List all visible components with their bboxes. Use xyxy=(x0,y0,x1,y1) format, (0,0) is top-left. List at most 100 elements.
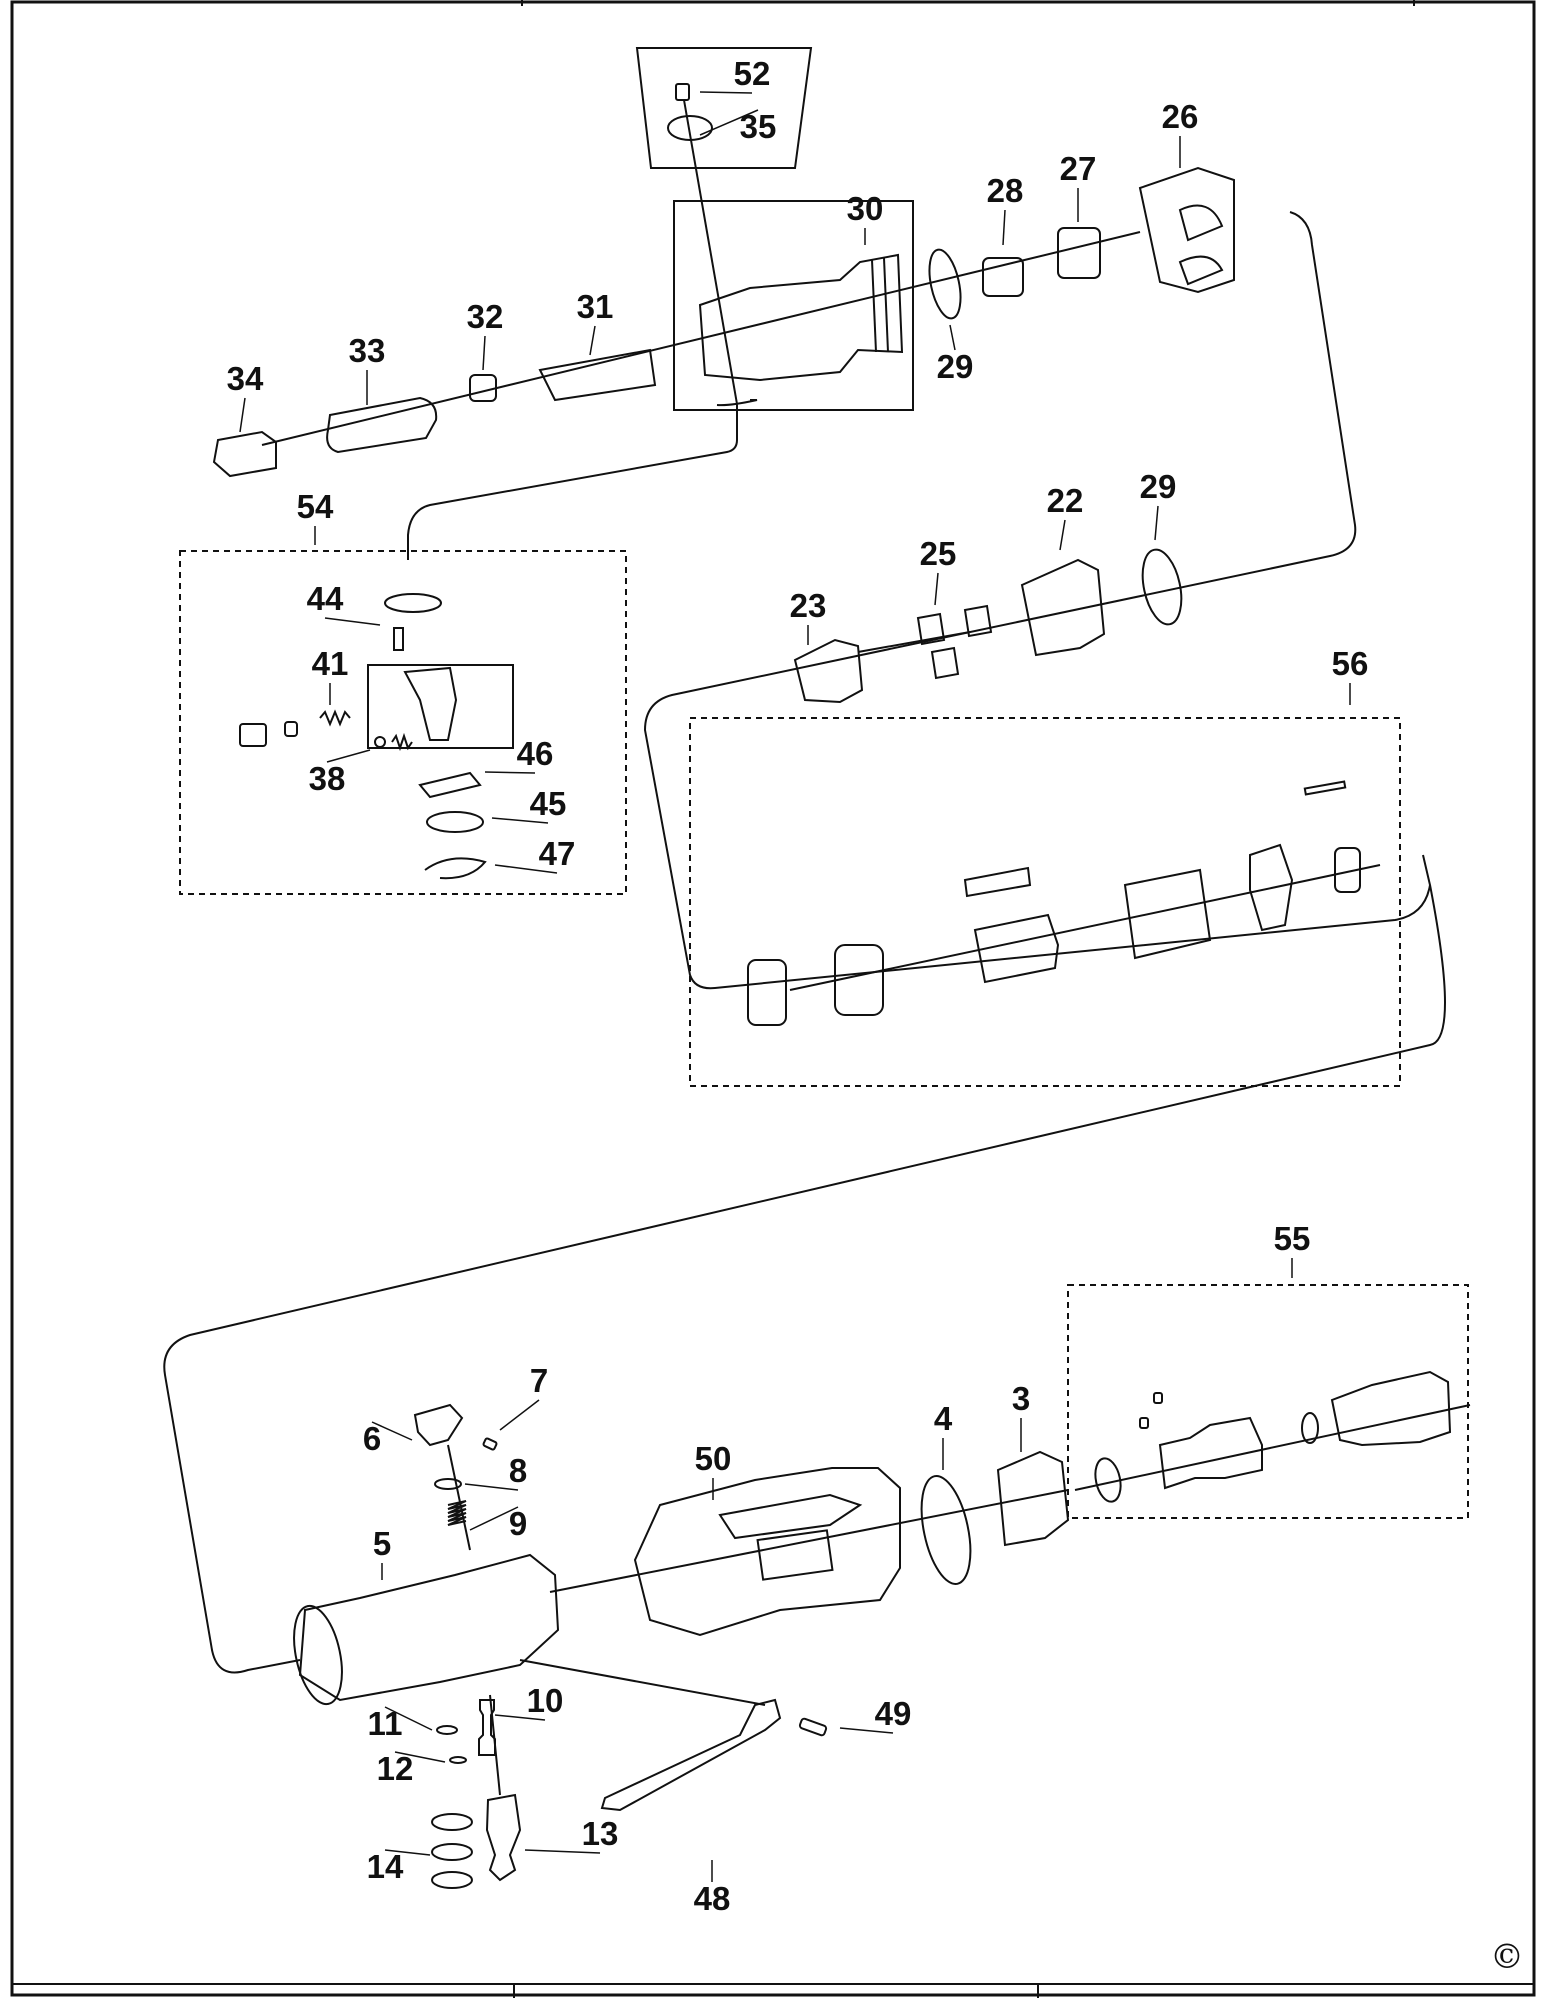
callout-leader xyxy=(524,1849,601,1854)
callout-leader xyxy=(239,397,246,433)
callout-label: 3 xyxy=(1012,1380,1030,1417)
part-22 xyxy=(1020,558,1106,657)
part-3 xyxy=(996,1450,1070,1547)
part-34 xyxy=(212,430,277,478)
axis-main xyxy=(549,1489,1069,1593)
callout-label: 55 xyxy=(1274,1220,1311,1257)
callout-label: 7 xyxy=(530,1362,548,1399)
part-41-nut xyxy=(239,723,267,747)
part-25-gear-2 xyxy=(963,604,993,638)
callout-label: 47 xyxy=(539,835,576,872)
assembly-flow-line xyxy=(407,399,758,560)
part-14-1 xyxy=(431,1813,473,1831)
callout-leader xyxy=(324,617,381,626)
part-27 xyxy=(1057,227,1101,279)
assembly-flow-line-upper xyxy=(643,211,1432,990)
part-50 xyxy=(633,1467,901,1637)
part-25-gear-3 xyxy=(930,646,960,680)
part-30-thread-2 xyxy=(883,257,889,353)
callout-leader xyxy=(384,1849,431,1856)
callout-leader xyxy=(484,771,536,774)
callout-label: 14 xyxy=(367,1848,404,1885)
callout-label: 33 xyxy=(349,332,386,369)
part-38-ball xyxy=(374,736,386,748)
group-box-55 xyxy=(1067,1284,1469,1519)
group-box-52-35 xyxy=(635,47,813,169)
callout-leader xyxy=(1002,209,1006,246)
callout-label: 31 xyxy=(577,288,614,325)
part-55-screw-2 xyxy=(1139,1417,1149,1429)
callout-leader xyxy=(1154,505,1159,541)
group-box-inner-41 xyxy=(367,664,514,749)
part-41-spring xyxy=(319,709,351,727)
callout-label: 30 xyxy=(847,190,884,227)
callout-label: 10 xyxy=(527,1682,564,1719)
part-44-washer xyxy=(384,593,442,613)
part-56-blade xyxy=(963,866,1032,898)
callout-leader xyxy=(491,817,549,824)
callout-leader xyxy=(699,91,753,94)
callout-leader xyxy=(464,1483,519,1491)
part-50-label xyxy=(756,1529,834,1581)
part-32 xyxy=(469,374,497,402)
callout-label: 26 xyxy=(1162,98,1199,135)
axis-55 xyxy=(1074,1404,1471,1491)
callout-leader xyxy=(494,864,558,874)
callout-label: 38 xyxy=(309,760,346,797)
callout-label: 45 xyxy=(530,785,567,822)
callout-label: 13 xyxy=(582,1815,619,1852)
part-30 xyxy=(698,253,904,382)
part-56-bearing-2 xyxy=(834,944,884,1016)
part-41-pin xyxy=(284,721,298,737)
callout-label: 4 xyxy=(934,1400,953,1437)
part-52 xyxy=(675,83,690,101)
part-25-gear-1 xyxy=(916,612,946,646)
callout-leader xyxy=(499,1399,540,1431)
part-50-grip xyxy=(718,1493,863,1540)
part-14-2 xyxy=(431,1843,473,1861)
part-13 xyxy=(485,1793,522,1882)
copyright-mark: © xyxy=(1490,1937,1524,1977)
callout-label: 35 xyxy=(740,108,777,145)
part-49 xyxy=(798,1717,828,1737)
callout-leader xyxy=(394,1751,446,1763)
part-5-front xyxy=(293,1604,343,1706)
callout-label: 52 xyxy=(734,55,771,92)
callout-label: 28 xyxy=(987,172,1024,209)
callout-label: 41 xyxy=(312,645,349,682)
callout-label: 48 xyxy=(694,1880,731,1917)
callout-label: 50 xyxy=(695,1440,732,1477)
callout-label: 8 xyxy=(509,1452,527,1489)
sheet-border xyxy=(10,0,1536,1997)
callout-label: 49 xyxy=(875,1695,912,1732)
callout-label: 29 xyxy=(937,348,974,385)
part-11 xyxy=(436,1725,458,1735)
part-46 xyxy=(418,771,482,799)
part-23-shaft xyxy=(857,631,971,653)
axis-valve xyxy=(489,1694,501,1796)
callout-leader xyxy=(371,1421,413,1441)
part-56-bearing-3 xyxy=(747,959,787,1026)
callout-leader xyxy=(326,749,371,763)
part-30-thread xyxy=(871,259,877,353)
callout-label: 25 xyxy=(920,535,957,572)
callout-label: 27 xyxy=(1060,150,1097,187)
part-5 xyxy=(298,1553,560,1702)
part-26 xyxy=(1138,166,1235,294)
axis-lever xyxy=(519,1659,766,1706)
part-55-fitting xyxy=(1158,1416,1263,1490)
part-28 xyxy=(982,257,1024,297)
axis-56 xyxy=(789,864,1381,991)
callout-label: 34 xyxy=(227,360,264,397)
part-29-lower xyxy=(1141,548,1183,626)
callout-leader xyxy=(384,1706,433,1731)
callout-label: 54 xyxy=(297,488,334,525)
part-7 xyxy=(482,1437,498,1451)
part-47 xyxy=(424,857,487,880)
part-31 xyxy=(538,348,657,402)
callout-leader xyxy=(494,1714,546,1721)
part-4 xyxy=(920,1475,972,1585)
part-33 xyxy=(326,396,438,454)
part-48 xyxy=(600,1698,782,1812)
